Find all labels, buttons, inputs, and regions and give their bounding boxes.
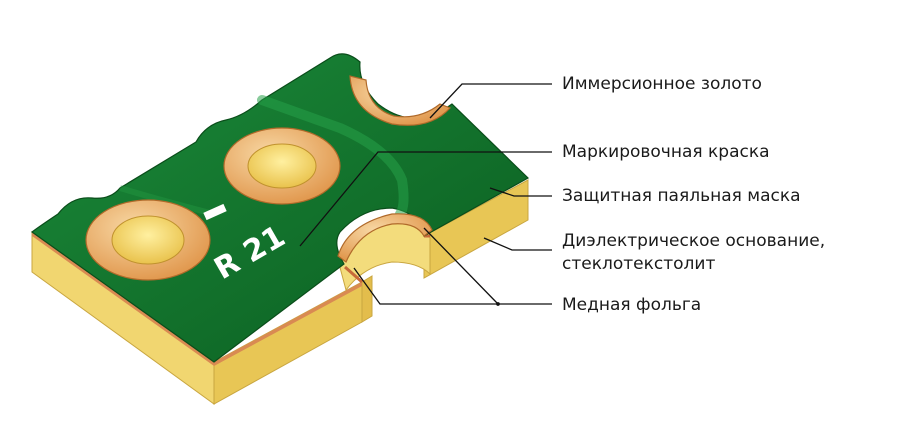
gold-half-pad-bottom bbox=[337, 213, 433, 263]
leader-dielectric bbox=[483, 237, 552, 251]
callout-silkscreen: Маркировочная краска bbox=[562, 142, 770, 162]
leader-copper-1 bbox=[353, 267, 552, 305]
dielectric-substrate bbox=[31, 179, 529, 405]
leader-gold bbox=[429, 83, 552, 119]
callout-immersion-gold: Иммерсионное золото bbox=[562, 74, 762, 94]
callout-dielectric-line1: Диэлектрическое основание, bbox=[562, 231, 826, 251]
solder-mask-top bbox=[30, 53, 529, 363]
copper-foil-layer bbox=[32, 232, 430, 366]
callout-solder-mask: Защитная паяльная маска bbox=[562, 186, 801, 206]
leader-mask bbox=[489, 187, 552, 197]
leader-copper-2 bbox=[423, 227, 499, 305]
gold-half-pad-top bbox=[349, 75, 452, 126]
gold-pad-center bbox=[223, 127, 341, 205]
callout-copper-foil: Медная фольга bbox=[562, 295, 702, 315]
gold-pad-left bbox=[85, 199, 211, 281]
callout-dielectric-line2: стеклотекстолит bbox=[562, 254, 716, 274]
leader-lines bbox=[299, 83, 552, 306]
leader-silk bbox=[299, 151, 552, 247]
